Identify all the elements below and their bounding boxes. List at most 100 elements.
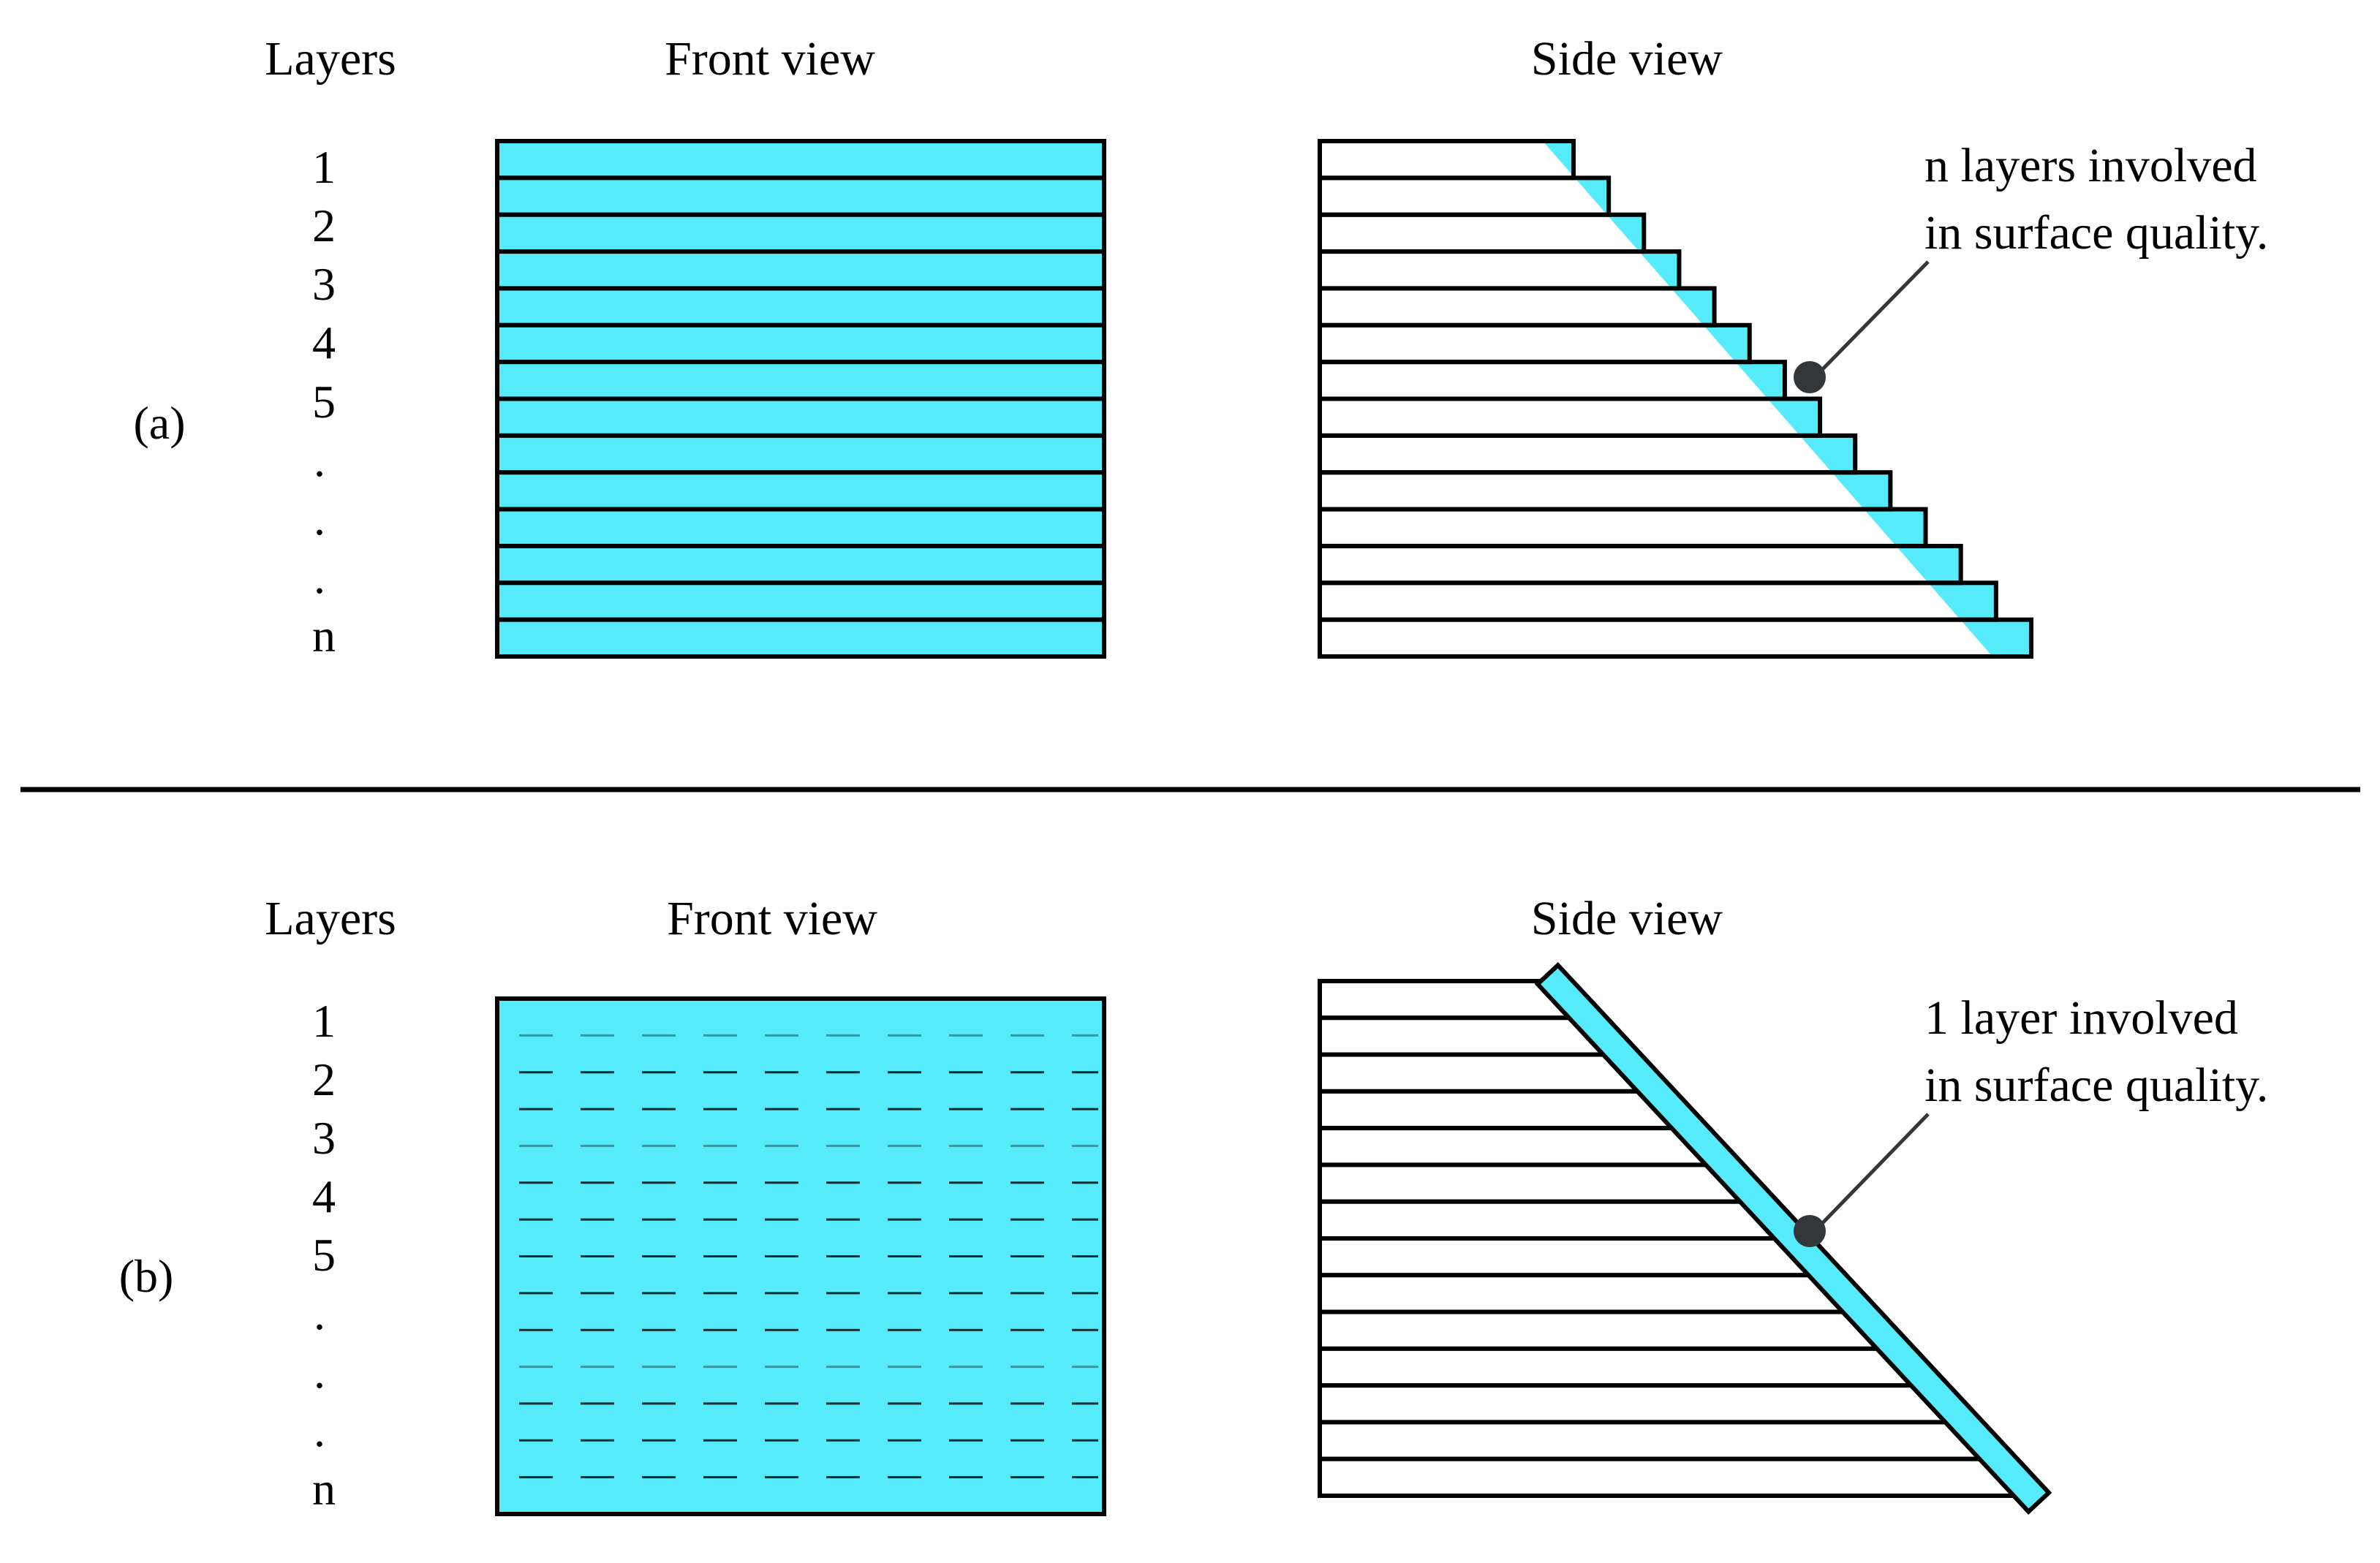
front-layer <box>495 543 1106 586</box>
side-layer <box>1318 212 1647 254</box>
side-layer <box>1318 396 1823 438</box>
side-view-staircase <box>1318 139 2033 659</box>
surface-sliver <box>1928 583 1996 620</box>
annotation-line-1: 1 layer involved <box>1924 991 2238 1045</box>
annotation-line-1: n layers involved <box>1924 139 2257 192</box>
layer-label-dot: . <box>314 493 325 545</box>
front-layer <box>495 507 1106 548</box>
front-layer <box>495 470 1106 512</box>
layer-label-3: 3 <box>312 258 336 310</box>
front-layer <box>495 286 1106 328</box>
front-view-header-b: Front view <box>667 892 877 945</box>
side-layer <box>1318 1383 1950 1425</box>
surface-sliver <box>1799 435 1856 473</box>
side-layer <box>1318 1089 1676 1131</box>
layer-label-2: 2 <box>312 1053 336 1105</box>
surface-sliver <box>1960 619 2031 656</box>
side-layer <box>1318 580 1998 622</box>
surface-sliver <box>1864 509 1926 546</box>
layer-labels-a: 1 2 3 4 5 . . . n <box>312 141 336 662</box>
side-view-header-b: Side view <box>1531 892 1723 945</box>
panel-label-b: (b) <box>119 1250 174 1302</box>
panel-b: Layers Front view Side view (b) 1 2 3 4 … <box>119 892 2268 1516</box>
surface-sliver <box>1543 141 1575 178</box>
side-layer <box>1318 470 1893 512</box>
layers-header-a: Layers <box>265 32 396 86</box>
layer-label-5: 5 <box>312 1229 336 1281</box>
side-layer <box>1318 1126 1710 1167</box>
annotation-line-2: in surface quality. <box>1924 206 2268 260</box>
side-layer <box>1318 322 1752 365</box>
front-layer <box>495 139 1106 181</box>
surface-sliver <box>1896 545 1961 583</box>
layer-label-3: 3 <box>312 1112 336 1164</box>
layer-label-dot: . <box>314 551 325 603</box>
layer-label-1: 1 <box>312 141 336 193</box>
front-view-layer-stack <box>495 139 1106 659</box>
side-layer <box>1318 1052 1642 1094</box>
side-layer <box>1318 175 1612 217</box>
layer-label-dot: . <box>314 434 325 486</box>
front-layer <box>495 396 1106 438</box>
surface-sliver <box>1767 398 1821 436</box>
layer-label-4: 4 <box>312 317 336 368</box>
surface-sliver <box>1574 178 1609 215</box>
annotation-b: 1 layer involved in surface quality. <box>1794 991 2268 1247</box>
front-layer <box>495 322 1106 365</box>
surface-sliver <box>1703 325 1750 363</box>
side-layer <box>1318 1273 1847 1314</box>
front-layer <box>495 249 1106 291</box>
side-layer <box>1318 1346 1916 1388</box>
layer-labels-b: 1 2 3 4 5 . . . n <box>312 995 336 1515</box>
leader-line <box>1810 1113 1930 1235</box>
leader-dot <box>1794 1215 1826 1247</box>
side-layer <box>1318 249 1682 291</box>
side-layer <box>1318 1456 2018 1498</box>
panel-label-a: (a) <box>133 397 185 449</box>
front-layer <box>495 433 1106 475</box>
side-layer <box>1318 433 1858 475</box>
side-layer <box>1318 1162 1745 1204</box>
side-layer <box>1318 139 1576 181</box>
side-layer <box>1318 1015 1608 1057</box>
side-layer <box>1318 360 1787 401</box>
layer-label-1: 1 <box>312 995 336 1047</box>
side-view-staircase <box>1318 962 2052 1515</box>
side-view-header-a: Side view <box>1531 32 1723 86</box>
layer-label-dot: . <box>314 1404 325 1456</box>
surface-sliver <box>1671 288 1715 325</box>
layer-label-n: n <box>312 610 336 662</box>
layer-label-n: n <box>312 1463 336 1515</box>
side-layer <box>1318 543 1963 586</box>
layers-header-b: Layers <box>265 892 396 945</box>
side-layer <box>1318 1420 1984 1461</box>
side-layer <box>1318 979 1574 1021</box>
layer-label-dot: . <box>314 1346 325 1398</box>
layer-label-5: 5 <box>312 376 336 428</box>
leader-line <box>1810 260 1930 382</box>
side-layer <box>1318 1309 1881 1351</box>
front-layer <box>495 175 1106 217</box>
front-layer <box>495 617 1106 659</box>
side-layer <box>1318 507 1928 548</box>
surface-sliver <box>1639 251 1680 289</box>
side-layer <box>1318 1199 1779 1241</box>
side-layer <box>1318 286 1717 328</box>
front-layer <box>495 580 1106 622</box>
front-layer <box>495 360 1106 401</box>
layer-label-dot: . <box>314 1287 325 1339</box>
layer-label-2: 2 <box>312 200 336 251</box>
surface-sliver <box>1606 214 1644 252</box>
front-view-header-a: Front view <box>665 32 875 86</box>
surface-sliver <box>1735 362 1785 399</box>
surface-strip <box>1534 962 2052 1515</box>
side-layer <box>1318 617 2033 659</box>
side-layer <box>1318 1236 1813 1278</box>
annotation-line-2: in surface quality. <box>1924 1059 2268 1112</box>
layer-label-4: 4 <box>312 1170 336 1222</box>
leader-dot <box>1794 361 1826 393</box>
front-layer <box>495 212 1106 254</box>
front-view-fused-block <box>495 996 1106 1516</box>
surface-sliver <box>1832 472 1891 510</box>
